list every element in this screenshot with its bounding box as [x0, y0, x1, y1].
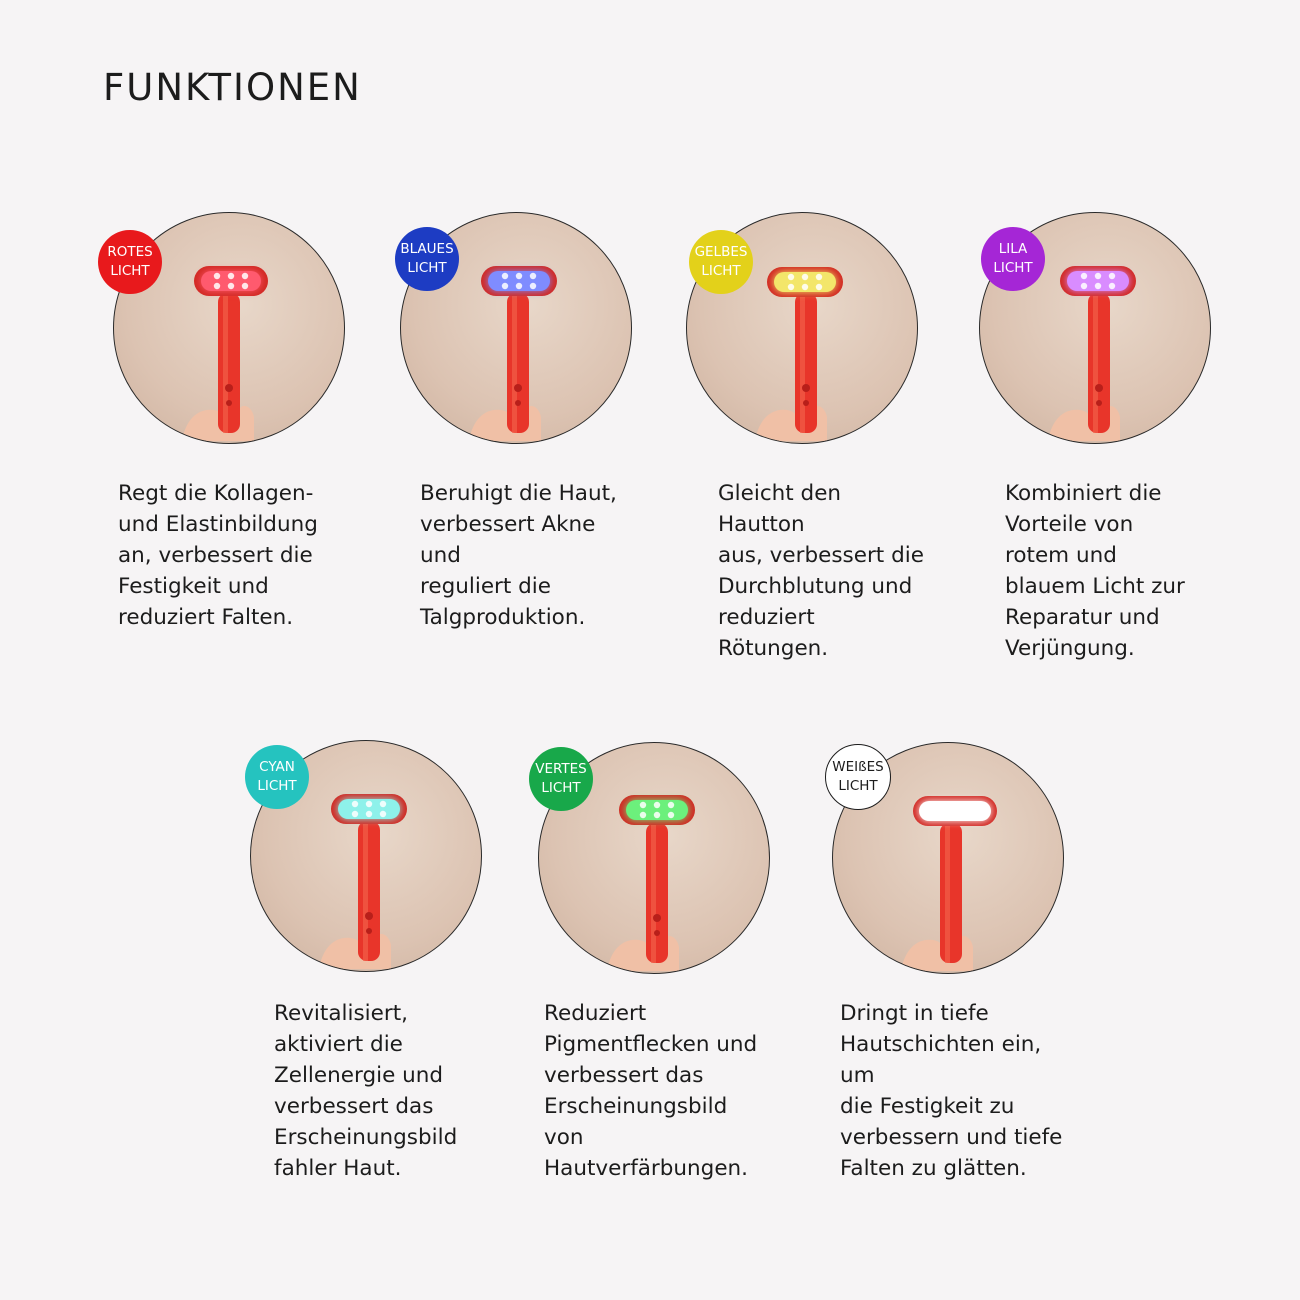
badge-cyan-licht: CYAN LICHT	[245, 745, 309, 809]
card-description: Regt die Kollagen- und Elastinbildung an…	[118, 481, 318, 630]
light-therapy-wand-icon	[755, 267, 843, 441]
badge-vertes-licht: VERTES LICHT	[529, 747, 593, 811]
badge-weisses-licht: WEIßES LICHT	[825, 744, 891, 810]
light-therapy-wand-icon	[1048, 266, 1136, 441]
card-description: Revitalisiert, aktiviert die Zellenergie…	[274, 1001, 458, 1181]
card-description: Gleicht den Hautton aus, verbessert die …	[718, 481, 924, 661]
badge-rotes-licht: ROTES LICHT	[98, 230, 162, 294]
light-therapy-wand-icon	[319, 794, 407, 969]
card-description: Beruhigt die Haut, verbessert Akne und r…	[420, 481, 617, 630]
badge-gelbes-licht: GELBES LICHT	[689, 230, 753, 294]
badge-lila-licht: LILA LICHT	[981, 227, 1045, 291]
light-therapy-wand-icon	[469, 266, 557, 441]
device-photo	[686, 212, 918, 444]
badge-blaues-licht: BLAUES LICHT	[395, 227, 459, 291]
device-photo	[979, 212, 1211, 444]
card-description: Dringt in tiefe Hautschichten ein, um di…	[840, 1001, 1063, 1181]
device-photo	[113, 212, 345, 444]
device-photo	[832, 742, 1064, 974]
light-therapy-wand-icon	[607, 795, 695, 971]
card-description: Reduziert Pigmentflecken und verbessert …	[544, 1001, 758, 1181]
page-title: FUNKTIONEN	[103, 66, 362, 109]
light-therapy-wand-icon	[182, 266, 268, 441]
card-description: Kombiniert die Vorteile von rotem und bl…	[1005, 481, 1185, 661]
light-therapy-wand-icon	[901, 796, 997, 971]
